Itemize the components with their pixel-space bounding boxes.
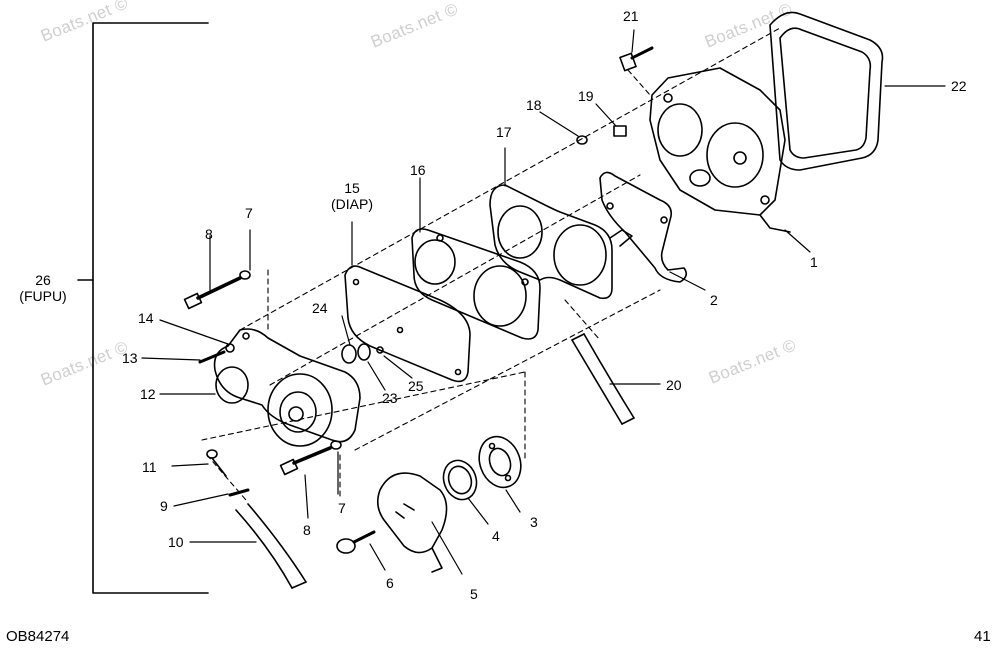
callout-20: 20 [666, 377, 682, 393]
callout-15-note: (DIAP) [331, 196, 373, 212]
callout-21: 21 [623, 8, 639, 24]
bolt-8-lower [279, 446, 332, 476]
washer-7-upper [239, 270, 251, 280]
pump-housing-12 [213, 328, 361, 447]
callout-25: 25 [408, 378, 424, 394]
callout-22: 22 [951, 78, 967, 94]
callout-23: 23 [382, 390, 398, 406]
callout-11: 11 [142, 459, 157, 475]
leader-lines [141, 29, 946, 575]
gasket-ring-4 [442, 459, 478, 501]
callout-9: 9 [160, 498, 168, 514]
gasket-22 [769, 11, 884, 171]
callout-3: 3 [530, 514, 538, 530]
screw-6 [336, 530, 376, 554]
callout-18: 18 [526, 97, 542, 113]
fitting-11 [206, 449, 227, 477]
callout-7-upper: 7 [245, 205, 253, 221]
callout-10: 10 [168, 534, 184, 550]
filter-cover-5 [376, 472, 448, 573]
callout-26-note: (FUPU) [19, 288, 67, 304]
hose-20 [571, 333, 635, 425]
callout-19: 19 [578, 88, 594, 104]
callout-26-number: 26 [35, 272, 51, 288]
chamber-cover-17 [489, 184, 633, 300]
callout-1: 1 [810, 254, 818, 270]
bolt-8-upper [183, 276, 242, 310]
hose-10 [235, 503, 307, 589]
figure-code: OB84274 [6, 628, 70, 645]
washer-24 [357, 343, 371, 361]
callout-8-lower: 8 [303, 522, 311, 538]
bolt-21 [619, 46, 654, 72]
washer-7-lower [330, 440, 342, 450]
callout-5: 5 [470, 586, 478, 602]
screw-13 [198, 350, 226, 364]
assembly-bracket [77, 22, 209, 594]
plate-2 [599, 171, 688, 283]
callout-24: 24 [312, 300, 328, 316]
callout-16: 16 [410, 162, 426, 178]
callout-26: 26 (FUPU) [8, 272, 78, 304]
screen-plate-3 [478, 435, 522, 489]
callout-15-number: 15 [344, 180, 360, 196]
callout-7-lower: 7 [338, 500, 346, 516]
callout-13: 13 [122, 350, 138, 366]
pin-25 [376, 346, 384, 354]
pump-body-1 [649, 67, 791, 233]
clamp-9 [228, 488, 250, 497]
fitting-19 [613, 125, 627, 137]
washer-14 [225, 343, 235, 353]
callout-8-upper: 8 [205, 226, 213, 242]
nut-18 [576, 135, 588, 145]
callout-15: 15 (DIAP) [322, 180, 382, 212]
callout-6: 6 [386, 575, 394, 591]
diaphragm-15 [344, 265, 471, 383]
callout-12: 12 [140, 386, 156, 402]
callout-2: 2 [710, 292, 718, 308]
callout-14: 14 [138, 310, 154, 326]
page-number: 41 [974, 628, 991, 645]
callout-17: 17 [496, 124, 512, 140]
callout-4: 4 [492, 528, 500, 544]
alignment-dashed-lines [201, 27, 781, 501]
o-ring-23 [341, 344, 357, 364]
gasket-16 [411, 228, 541, 340]
